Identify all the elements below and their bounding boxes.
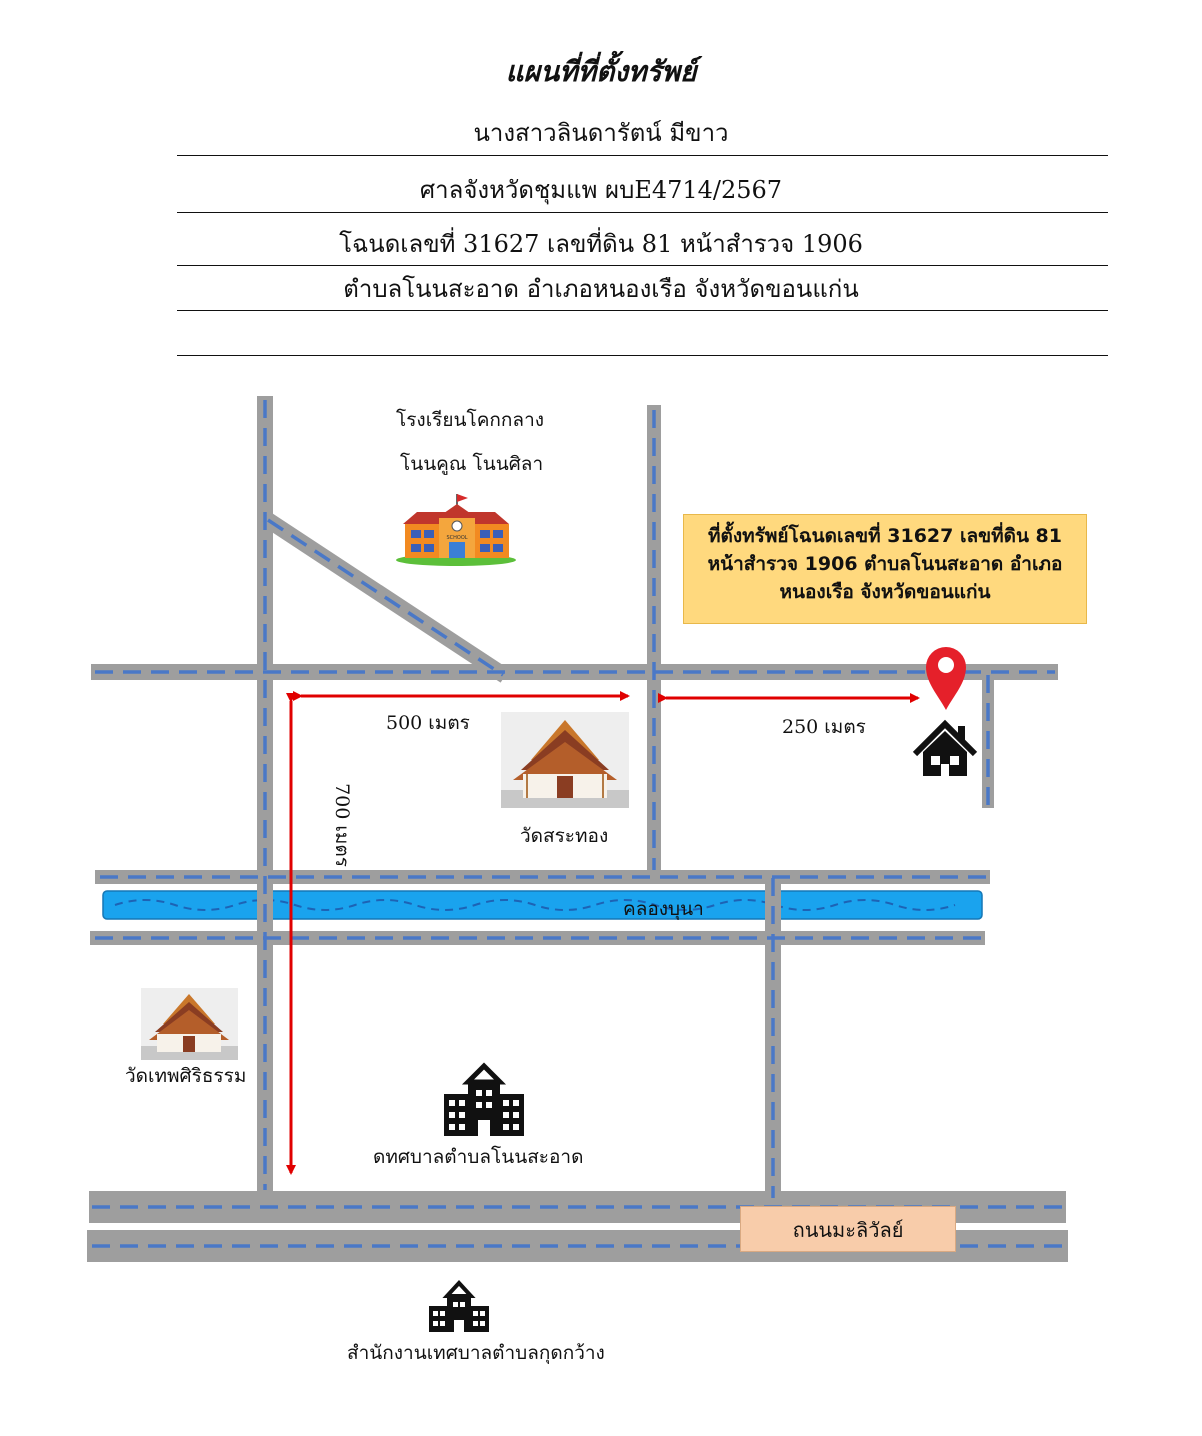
divider [177,265,1108,266]
municipality-label: ดทศบาลตำบลโนนสะอาด [373,1146,584,1168]
property-callout: ที่ตั้งทรัพย์โฉนดเลขที่ 31627 เลขที่ดิน … [683,514,1087,624]
temple-icon [501,712,629,808]
canal-label: คลองบุนา [623,898,704,920]
school-icon: SCHOOL [396,494,516,566]
distance-label-700m: 700 เมตร [330,783,353,867]
temple-icon [141,988,238,1060]
house-icon [912,719,978,776]
temple-label: วัดเทพศิริธรรม [125,1065,247,1087]
divider [177,355,1108,356]
divider [177,212,1108,213]
distance-arrows [286,691,920,1175]
owner-name: นางสาวลินดารัตน์ มีขาว [473,119,729,147]
location-pin-icon [926,647,966,710]
deed-info: โฉนดเลขที่ 31627 เลขที่ดิน 81 หน้าสำรวจ … [339,230,863,258]
divider [177,155,1108,156]
divider [177,310,1108,311]
distance-label-250m: 250 เมตร [782,716,866,738]
canal [102,890,983,920]
temple-label: วัดสระทอง [520,825,609,847]
school-name-label: โนนคูณ โนนศิลา [400,453,544,475]
school-name-label: โรงเรียนโคกกลาง [396,409,545,431]
school-sign: SCHOOL [446,535,467,541]
court-case: ศาลจังหวัดชุมแพ ผบE4714/2567 [419,176,783,204]
location-info: ตำบลโนนสะอาด อำเภอหนองเรือ จังหวัดขอนแก่… [343,275,859,303]
map-title: แผนที่ที่ตั้งทรัพย์ [505,55,697,88]
road-name-tag: ถนนมะลิวัลย์ [740,1206,956,1252]
government-building-icon [429,1280,489,1332]
distance-label-500m: 500 เมตร [386,712,470,734]
government-building-icon [444,1062,524,1136]
office-label: สำนักงานเทศบาลตำบลกุดกว้าง [347,1342,605,1364]
